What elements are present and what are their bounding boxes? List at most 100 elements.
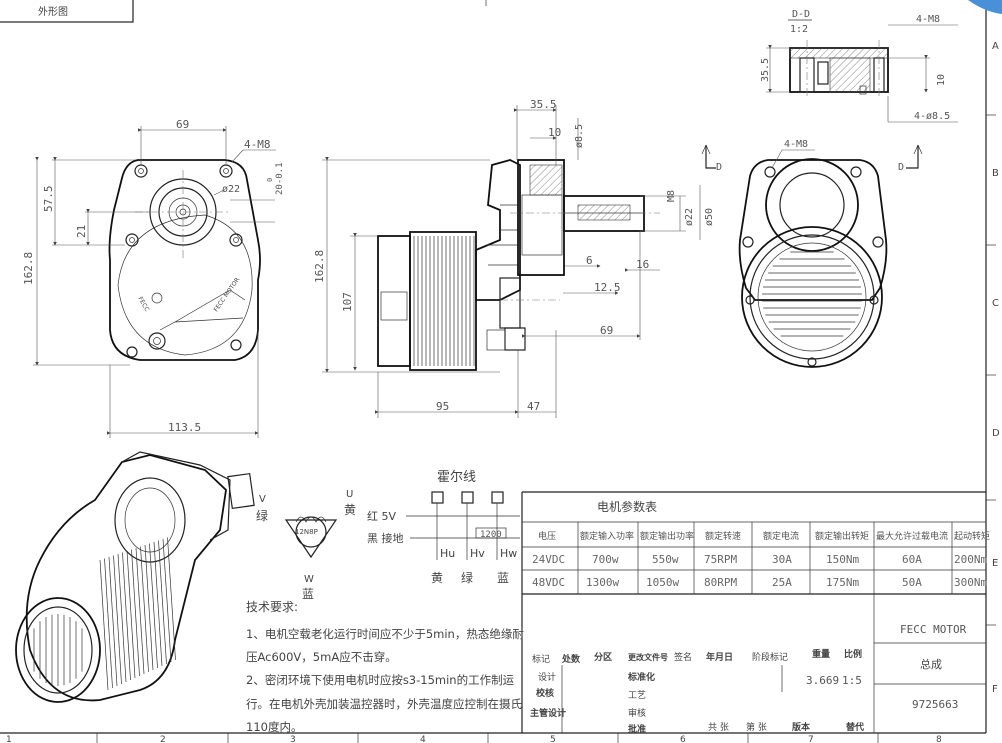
param-r1-c0: 48VDC [532,576,565,589]
tb-h-weight: 重量 [812,648,830,660]
zone-d: D [992,428,1000,439]
front-dim-21: 21 [75,225,88,238]
red-line-label: 红 5V [367,510,396,523]
tb-h-zone: 分区 [594,651,612,663]
out-yellow: 黄 [431,571,443,585]
end-dim-bolt: 4-M8 [784,139,808,150]
tb-h-count: 处数 [561,653,581,665]
hv-label: Hv [470,547,485,560]
corner-tab [968,0,1002,14]
front-dim-69: 69 [176,118,189,131]
side-dim-107: 107 [341,292,354,312]
tb-h-stage: 阶段标记 [752,651,788,663]
hall-title: 霍尔线 [437,470,476,485]
side-dim-35: 35.5 [530,98,557,111]
svg-text:FECC: FECC [136,296,150,313]
tb-r-chief: 主管设计 [530,707,566,719]
section-title: D-D [792,9,810,20]
zone-7: 7 [808,735,814,743]
front-dim-57: 57.5 [42,186,55,213]
side-dim-16: 16 [636,258,649,271]
end-view: 4-M8 [738,139,888,368]
u-color: 黄 [344,503,356,517]
side-dim-22: ø22 [684,208,695,226]
section-dim-bolt: 4-M8 [916,14,940,25]
param-r0-c2: 550w [652,553,679,566]
zone-a: A [992,41,999,52]
side-dim-69: 69 [600,324,613,337]
black-line-label: 黑 接地 [367,532,404,545]
isometric-render [15,451,255,703]
side-dim-10: 10 [548,126,561,139]
tb-h-sign: 签名 [674,651,692,663]
zone-2: 2 [160,735,166,743]
tech-line-1: 压Ac600V，5mA应不击穿。 [246,650,397,664]
section-dim-depth: 10 [936,74,947,86]
side-dim-6: 6 [586,254,593,267]
tb-h-date: 年月日 [706,651,733,663]
param-r0-c7: 200Nm [954,553,987,566]
param-header-7: 起动转矩 [954,530,990,542]
param-header-0: 电压 [538,530,556,542]
tb-r-design: 设计 [538,671,556,683]
section-dim-holes: 4-ø8.5 [914,111,950,122]
tech-title: 技术要求: [246,600,298,614]
param-r1-c7: 300Nm [954,576,987,589]
param-r0-c5: 150Nm [826,553,859,566]
hw-label: Hw [500,547,517,560]
tb-drawing-no: 9725663 [912,698,958,711]
v-label: V [259,494,266,505]
out-green: 绿 [461,570,473,585]
side-view: 35.5 10 ø8.5 M8 ø22 ø50 6 16 12.5 69 107… [313,98,923,418]
zone-6: 6 [680,735,686,743]
tb-h-mark: 标记 [532,653,550,665]
tech-line-2: 2、密闭环境下使用电机时应按s3-15min的工作制运 [246,673,515,687]
param-r1-c5: 175Nm [826,576,859,589]
tb-r-standard: 标准化 [627,671,655,683]
zone-4: 4 [420,735,426,743]
section-dd: D-D 1:2 35.5 4-M8 10 4-ø8.5 [760,9,958,123]
side-dim-95: 95 [436,400,449,413]
tb-r-review: 审核 [628,707,646,719]
front-dim-113: 113.5 [168,421,201,434]
front-dim-shaft-tol-top: 0 [266,178,274,182]
zone-1: 1 [6,735,12,743]
front-dim-162: 162.8 [22,252,35,285]
w-color: 蓝 [302,587,314,601]
param-header-3: 额定转速 [705,530,741,542]
front-dim-bore: ø22 [222,184,240,195]
params-table: 电机参数表 电压 额定输入功率 额定输出功率 额定转速 额定电流 额定输出转矩 … [521,491,990,733]
tb-footer-sheets: 共 张 [708,722,729,733]
front-dim-shaft-tol: 20-0.1 [275,162,285,195]
front-view: FECC MOTOR FECC 69 4-M8 ø22 20-0.1 0 57.… [22,118,285,438]
tb-footer-sheet: 第 张 [746,721,767,733]
u-label: U [346,489,353,500]
side-dim-12: 12.5 [594,281,621,294]
resistor-label: 1200 [480,530,502,540]
zone-e: E [992,558,998,569]
front-dim-bolt: 4-M8 [244,138,271,151]
param-r0-c3: 75RPM [704,553,737,566]
side-dim-85: ø8.5 [574,124,585,148]
param-r0-c4: 30A [772,553,792,566]
core-label: 12N8P [295,528,318,536]
wiring-diagram: 霍尔线 12N8P U 黄 V 绿 W 蓝 红 5V 黑 接地 1200 Hu … [256,470,520,601]
side-dim-47: 47 [527,400,540,413]
tb-scale: 1:5 [842,674,862,687]
param-header-6: 最大允许过载电流 [876,530,948,542]
param-r1-c4: 25A [772,576,792,589]
title-block: FECC MOTOR 总成 9725663 标记 处数 分区 更改文件号 签名 … [530,594,986,735]
tb-assembly: 总成 [920,657,942,671]
tb-company: FECC MOTOR [900,623,967,636]
tb-r-check: 校核 [536,687,554,699]
param-r0-c1: 700w [592,553,619,566]
param-r0-c0: 24VDC [532,553,565,566]
corner-label-box: 外形图 [0,0,134,23]
section-dim-height: 35.5 [760,58,771,82]
param-r1-c3: 80RPM [704,576,737,589]
param-r1-c6: 50A [902,576,922,589]
side-dim-162: 162.8 [313,250,326,283]
param-header-4: 额定电流 [763,530,799,542]
param-r1-c2: 1050w [646,576,679,589]
